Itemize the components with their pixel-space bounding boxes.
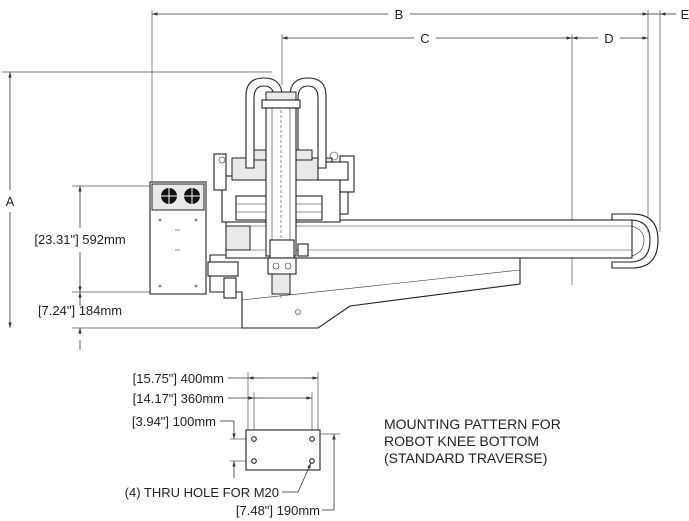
mounting-plate xyxy=(245,429,321,471)
dimension-a: A xyxy=(2,71,272,328)
note-line-1: MOUNTING PATTERN FOR xyxy=(384,416,561,432)
dimension-a-label: A xyxy=(6,194,15,209)
dimension-c-label: C xyxy=(420,31,429,46)
thru-hole-callout: (4) THRU HOLE FOR M20 xyxy=(125,462,312,500)
note-line-3: (STANDARD TRAVERSE) xyxy=(384,450,547,466)
thru-hole-label: (4) THRU HOLE FOR M20 xyxy=(125,485,279,500)
dimension-d: D xyxy=(572,31,648,46)
dimension-e: E xyxy=(648,7,689,232)
mounting-hole xyxy=(309,436,315,442)
dimension-e-label: E xyxy=(681,7,689,22)
dimension-b-label: B xyxy=(395,7,404,22)
dimension-360-label: [14.17"] 360mm xyxy=(133,391,224,406)
dimension-400-label: [15.75"] 400mm xyxy=(133,371,224,386)
robot-assembly xyxy=(149,77,659,329)
dimension-592-label: [23.31"] 592mm xyxy=(34,232,125,247)
dimension-190-label: [7.48"] 190mm xyxy=(236,503,320,518)
mounting-hole xyxy=(251,458,257,464)
mounting-pattern-note: MOUNTING PATTERN FOR ROBOT KNEE BOTTOM (… xyxy=(384,416,561,466)
dimension-100-label: [3.94"] 100mm xyxy=(132,414,216,429)
dimension-190: [7.48"] 190mm xyxy=(236,433,340,518)
dimension-400: [15.75"] 400mm xyxy=(133,371,319,470)
dimension-184-label: [7.24"] 184mm xyxy=(38,303,122,318)
dimension-592: [23.31"] 592mm xyxy=(34,185,160,292)
note-line-2: ROBOT KNEE BOTTOM xyxy=(384,433,539,449)
mounting-hole xyxy=(309,458,315,464)
dimension-d-label: D xyxy=(604,31,613,46)
dimension-184: [7.24"] 184mm xyxy=(38,291,242,350)
dimension-100: [3.94"] 100mm xyxy=(132,414,246,478)
mounting-hole xyxy=(251,436,257,442)
